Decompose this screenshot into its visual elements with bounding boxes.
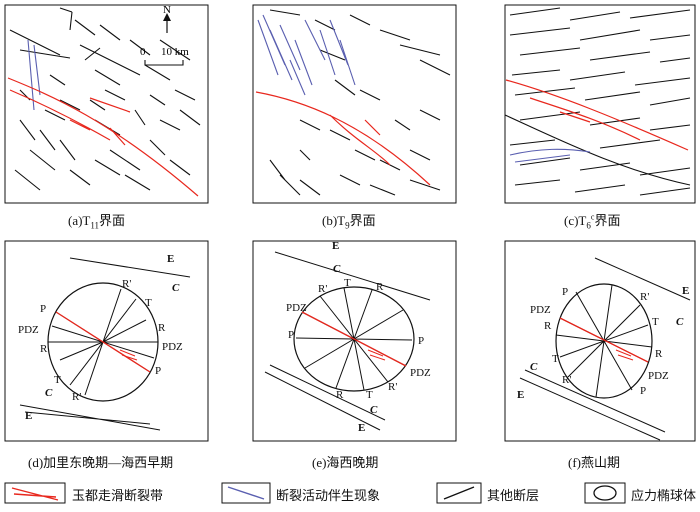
label-f-2: R	[544, 320, 552, 332]
panel-a-map	[4, 4, 209, 204]
panel-f-diagram: P PDZ R T R' R' T R PDZ P E C C E	[504, 240, 696, 442]
compass-e-2: C	[370, 404, 378, 416]
label-f-3: T	[552, 353, 559, 365]
scale-bar: 0 10 km	[140, 46, 189, 66]
label-e-8: P	[418, 335, 424, 347]
compass-f-3: E	[517, 389, 524, 401]
north-arrow: N	[163, 4, 171, 33]
panel-c-map	[504, 4, 696, 204]
label-d-5: T	[145, 297, 152, 309]
label-e-9: PDZ	[410, 367, 431, 379]
blue-line-symbol	[221, 482, 271, 504]
north-label: N	[163, 4, 171, 16]
black-line-symbol	[436, 482, 482, 504]
compass-f-0: E	[682, 285, 689, 297]
caption-a: (a)T11界面	[68, 213, 126, 231]
label-e-2: R	[376, 281, 384, 293]
label-f-8: PDZ	[648, 370, 669, 382]
label-d-0: P	[40, 303, 46, 315]
scale-value: 10 km	[161, 46, 189, 58]
caption-e: (e)海西晚期	[312, 455, 379, 470]
label-d-3: T	[54, 374, 61, 386]
label-d-8: P	[155, 365, 161, 377]
label-e-5: R	[336, 389, 344, 401]
compass-d-2: C	[45, 387, 53, 399]
ellipse-symbol	[584, 482, 626, 504]
compass-d-1: C	[172, 282, 180, 294]
compass-e-3: E	[358, 422, 365, 434]
compass-e-0: E	[332, 240, 339, 252]
panel-b-map	[252, 4, 457, 204]
red-fault-symbol	[4, 482, 66, 504]
label-d-9: R'	[122, 278, 131, 290]
panel-e-diagram: R' T R PDZ P R T R' P PDZ E C C E	[252, 240, 457, 442]
caption-d: (d)加里东晚期—海西早期	[28, 455, 174, 470]
legend-label-red-fault: 玉都走滑断裂带	[72, 489, 164, 504]
caption-f: (f)燕山期	[568, 455, 620, 470]
label-d-7: PDZ	[162, 341, 183, 353]
legend-label-blue: 断裂活动伴生现象	[276, 489, 381, 504]
compass-e-1: C	[333, 263, 341, 275]
caption-b: (b)T9界面	[322, 213, 376, 231]
compass-d-3: E	[25, 410, 32, 422]
compass-f-2: C	[530, 361, 538, 373]
label-f-5: R'	[640, 291, 649, 303]
label-d-2: R	[40, 343, 48, 355]
label-f-7: R	[655, 348, 663, 360]
label-e-4: P	[288, 329, 294, 341]
label-d-4: R'	[72, 391, 81, 403]
label-f-4: R'	[562, 374, 571, 386]
caption-c: (c)T6c界面	[564, 212, 621, 231]
panel-d-diagram: P PDZ R T R' T R PDZ P R' E C C E	[4, 240, 209, 442]
compass-f-1: C	[676, 316, 684, 328]
legend-label-black: 其他断层	[487, 489, 540, 504]
compass-d-0: E	[167, 253, 174, 265]
label-e-3: PDZ	[286, 302, 307, 314]
label-d-6: R	[158, 322, 166, 334]
label-f-6: T	[652, 316, 659, 328]
label-e-0: R'	[318, 283, 327, 295]
label-d-1: PDZ	[18, 324, 39, 336]
label-f-0: P	[562, 286, 568, 298]
label-f-9: P	[640, 385, 646, 397]
label-e-1: T	[344, 277, 351, 289]
legend-label-ellipse: 应力椭球体	[631, 489, 697, 504]
label-e-6: T	[366, 389, 373, 401]
legend-symbols	[4, 482, 626, 504]
scale-zero: 0	[140, 46, 146, 58]
label-e-7: R'	[388, 381, 397, 393]
label-f-1: PDZ	[530, 304, 551, 316]
